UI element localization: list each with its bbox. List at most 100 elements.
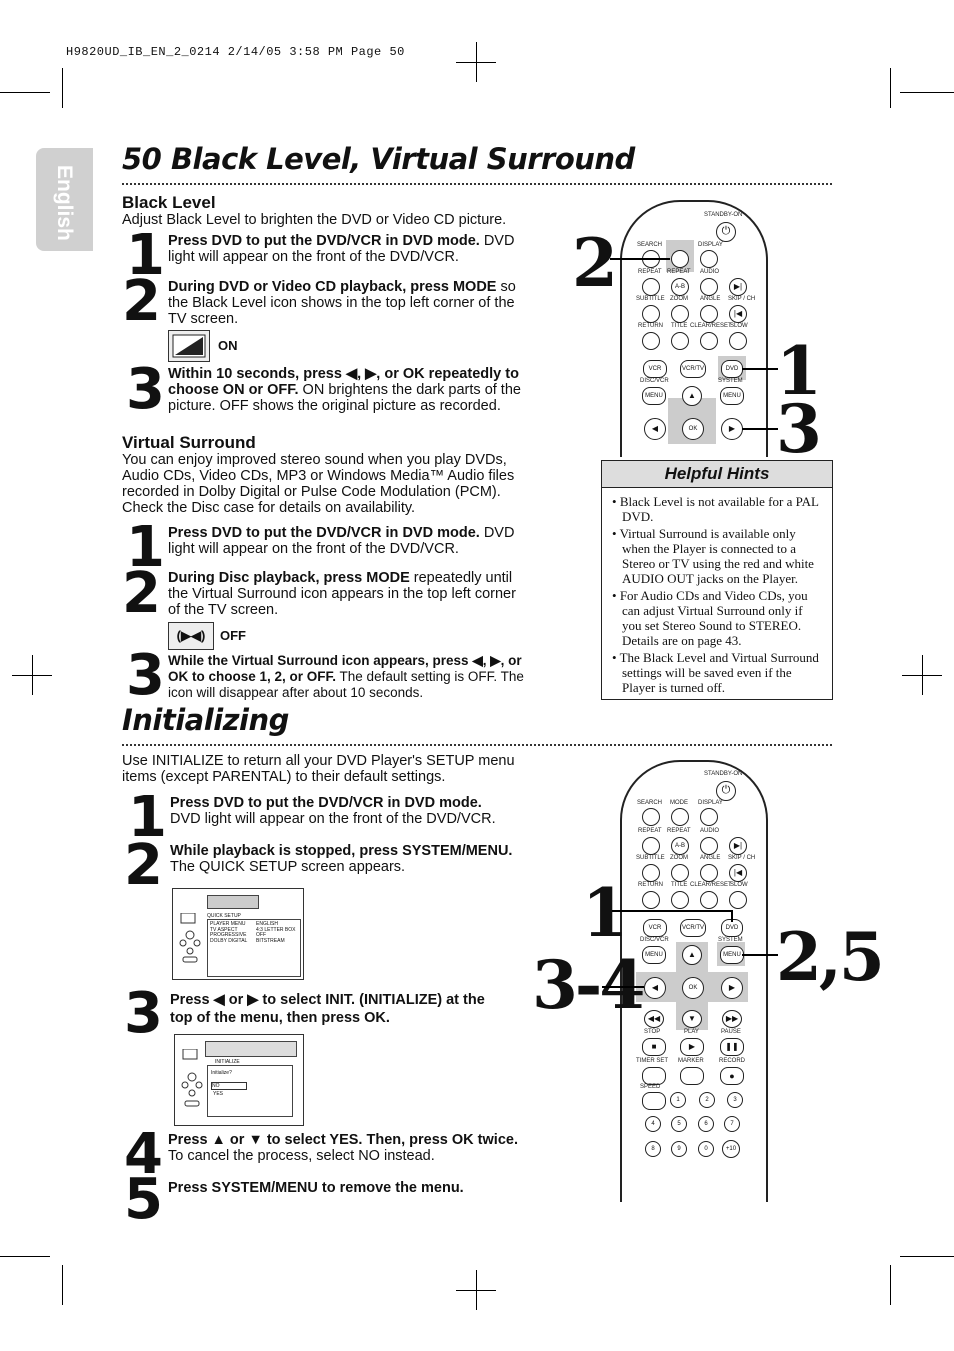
key-6[interactable]: 6 <box>698 1116 714 1132</box>
pause-icon[interactable]: ❚❚ <box>720 1038 744 1056</box>
play-icon[interactable]: ▶ <box>680 1038 704 1056</box>
clear-button[interactable] <box>700 891 718 909</box>
step-instruction: While the Virtual Surround icon appears,… <box>168 653 522 684</box>
zoom-button[interactable] <box>671 864 689 882</box>
up-arrow-icon[interactable]: ▲ <box>682 386 702 406</box>
step-detail: To cancel the process, select NO instead… <box>168 1148 435 1164</box>
return-button[interactable] <box>642 891 660 909</box>
slow-button[interactable] <box>729 332 747 350</box>
step-instruction: Press ◀ or ▶ to select INIT. (INITIALIZE… <box>170 992 485 1026</box>
disc-menu-button[interactable]: MENU <box>642 387 666 405</box>
display-button[interactable] <box>700 808 718 826</box>
key-8[interactable]: 8 <box>645 1141 661 1157</box>
system-menu-button[interactable]: MENU <box>720 387 744 405</box>
angle-button[interactable] <box>700 864 718 882</box>
return-button[interactable] <box>642 332 660 350</box>
dpad-diagram-icon <box>179 912 201 963</box>
mode-button[interactable] <box>671 808 689 826</box>
zoom-label: ZOOM <box>670 296 688 302</box>
step-instruction: Press DVD to put the DVD/VCR in DVD mode… <box>168 525 480 541</box>
timer-set-button[interactable] <box>642 1067 666 1085</box>
hint-item: For Audio CDs and Video CDs, you can adj… <box>620 588 824 648</box>
power-button[interactable]: ⏻ <box>716 781 736 801</box>
skip-next-icon[interactable]: ▶| <box>729 278 747 296</box>
down-arrow-icon[interactable]: ▼ <box>682 1010 702 1028</box>
audio-button[interactable] <box>700 837 718 855</box>
ok-button[interactable]: OK <box>682 977 704 999</box>
callout-number: 2,5 <box>776 918 885 996</box>
angle-button[interactable] <box>700 305 718 323</box>
skip-next-icon[interactable]: ▶| <box>729 837 747 855</box>
init-option-no[interactable]: NO <box>211 1082 247 1090</box>
key-2[interactable]: 2 <box>699 1092 715 1108</box>
clear-button[interactable] <box>700 332 718 350</box>
slow-button[interactable] <box>729 891 747 909</box>
virtual-surround-icon: (▶◀) <box>168 622 214 650</box>
system-menu-button[interactable]: MENU <box>720 946 744 964</box>
key-5[interactable]: 5 <box>671 1116 687 1132</box>
angle-label: ANGLE <box>700 855 721 861</box>
key-plus10[interactable]: +10 <box>722 1140 740 1158</box>
repeat-button[interactable] <box>642 278 660 296</box>
record-icon[interactable]: ● <box>720 1067 744 1085</box>
vcr-tv-button[interactable]: VCR/TV <box>680 919 706 937</box>
left-arrow-icon[interactable]: ◀ <box>644 977 666 999</box>
search-button[interactable] <box>642 808 660 826</box>
step-detail: The QUICK SETUP screen appears. <box>170 859 406 875</box>
vcr-button[interactable]: VCR <box>643 919 667 937</box>
step-number: 2 <box>124 833 163 898</box>
key-9[interactable]: 9 <box>671 1141 687 1157</box>
subtitle-button[interactable] <box>642 864 660 882</box>
power-button[interactable]: ⏻ <box>716 222 736 242</box>
skip-prev-icon[interactable]: |◀ <box>729 305 747 323</box>
title-label: TITLE <box>671 323 688 329</box>
key-0[interactable]: 0 <box>698 1141 714 1157</box>
skip-prev-icon[interactable]: |◀ <box>729 864 747 882</box>
repeat-button[interactable] <box>642 837 660 855</box>
marker-button[interactable] <box>680 1067 704 1085</box>
zoom-button[interactable] <box>671 305 689 323</box>
init-option-yes[interactable]: YES <box>213 1091 224 1097</box>
key-1[interactable]: 1 <box>670 1092 686 1108</box>
callout-number: 3 <box>776 390 822 468</box>
mode-button[interactable] <box>671 250 689 268</box>
stop-icon[interactable]: ■ <box>642 1038 666 1056</box>
slow-label: SLOW <box>730 323 748 329</box>
ab-button[interactable]: A-B <box>671 837 689 855</box>
fast-forward-icon[interactable]: ▶▶ <box>722 1010 742 1028</box>
step-detail: DVD light will appear on the front of th… <box>168 233 515 265</box>
disc-menu-button[interactable]: MENU <box>642 946 666 964</box>
subtitle-button[interactable] <box>642 305 660 323</box>
key-4[interactable]: 4 <box>645 1116 661 1132</box>
clear-reset-label: CLEAR/RESET <box>690 323 732 329</box>
system-label: SYSTEM <box>718 378 743 384</box>
vcr-tv-button[interactable]: VCR/TV <box>680 360 706 378</box>
speed-button[interactable] <box>642 1092 666 1110</box>
ok-button[interactable]: OK <box>682 418 704 440</box>
setting-value: ENGLISH <box>256 921 278 927</box>
audio-label: AUDIO <box>700 269 720 275</box>
record-label: RECORD <box>719 1058 746 1064</box>
repeat-label: REPEAT <box>638 828 662 834</box>
vcr-button[interactable]: VCR <box>643 360 667 378</box>
title-button[interactable] <box>671 891 689 909</box>
ab-button[interactable]: A-B <box>671 278 689 296</box>
callout-number: 3-4 <box>532 946 645 1024</box>
dvd-button[interactable]: DVD <box>721 360 743 378</box>
audio-button[interactable] <box>700 278 718 296</box>
step-instruction: Within 10 seconds, press ◀, ▶, or OK rep… <box>168 366 519 398</box>
angle-label: ANGLE <box>700 296 721 302</box>
virtual-surround-intro: You can enjoy improved stereo sound when… <box>122 452 515 516</box>
rewind-icon[interactable]: ◀◀ <box>644 1010 664 1028</box>
key-7[interactable]: 7 <box>724 1116 740 1132</box>
right-arrow-icon[interactable]: ▶ <box>721 418 743 440</box>
key-3[interactable]: 3 <box>727 1092 743 1108</box>
right-arrow-icon[interactable]: ▶ <box>721 977 743 999</box>
display-label: DISPLAY <box>698 800 723 806</box>
up-arrow-icon[interactable]: ▲ <box>682 945 702 965</box>
initializing-intro: Use INITIALIZE to return all your DVD Pl… <box>122 753 515 785</box>
setting-value: OFF <box>256 932 266 938</box>
title-button[interactable] <box>671 332 689 350</box>
display-button[interactable] <box>700 250 718 268</box>
left-arrow-icon[interactable]: ◀ <box>644 418 666 440</box>
